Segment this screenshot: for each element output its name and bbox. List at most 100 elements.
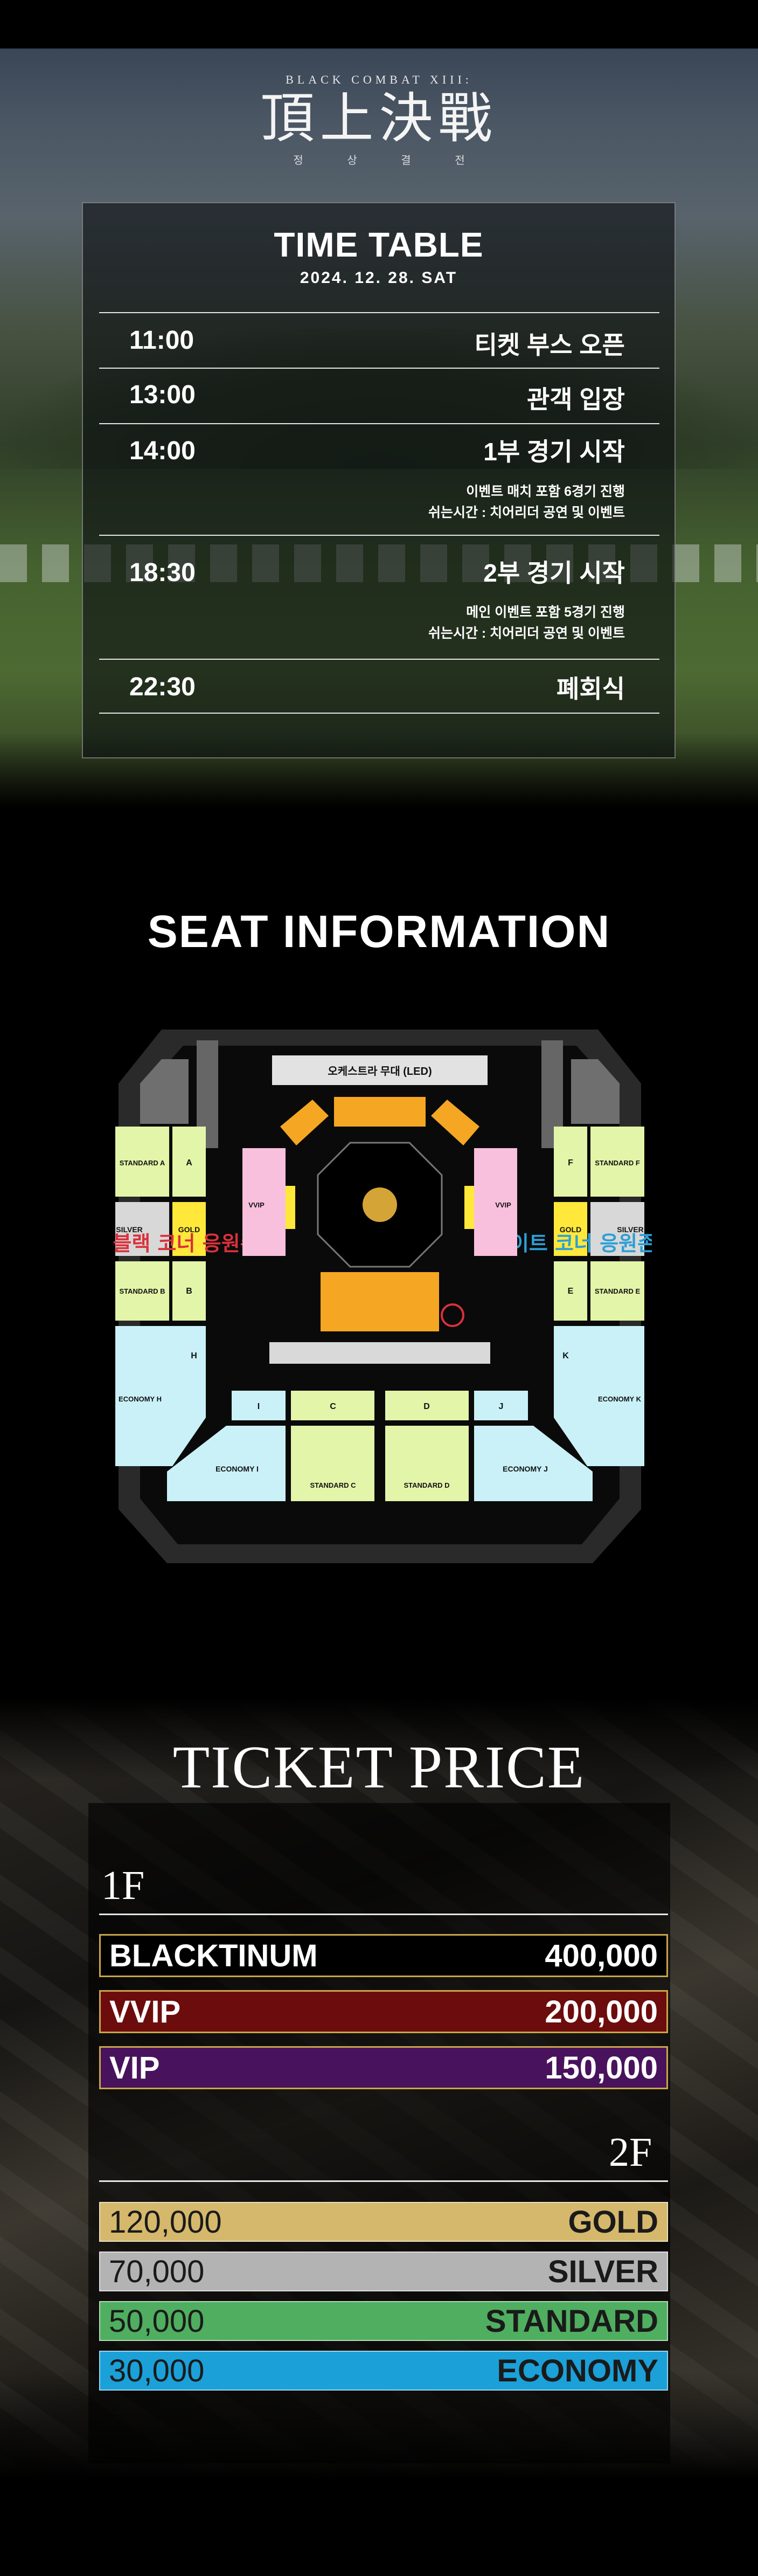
- timetable-time: 14:00: [129, 437, 196, 465]
- section-label: A: [186, 1158, 192, 1168]
- timetable-time: 22:30: [129, 673, 196, 701]
- vip-seat-block[interactable]: [280, 1100, 329, 1145]
- section-label: ECONOMY J: [503, 1465, 548, 1473]
- section-c[interactable]: [291, 1391, 374, 1420]
- black-corner-zone-label: 블랙 코너 응원존: [113, 1232, 259, 1255]
- section-label: H: [191, 1351, 197, 1360]
- tier-price: 200,000: [545, 1994, 658, 2029]
- section-i[interactable]: [232, 1391, 286, 1420]
- section-f[interactable]: [554, 1127, 587, 1197]
- section-label: STANDARD F: [595, 1159, 640, 1167]
- section-label: SILVER: [116, 1225, 143, 1234]
- tier-name: GOLD: [568, 2204, 658, 2240]
- price-row-blacktinum: BLACKTINUM 400,000: [99, 1934, 668, 1977]
- timetable-event: 2부 경기 시작: [483, 559, 625, 587]
- tier-price: 70,000: [109, 2254, 205, 2289]
- timetable-divider: [99, 535, 659, 536]
- timetable-date: 2024. 12. 28. SAT: [300, 269, 458, 287]
- event-brand: BLACK COMBAT XIII: 頂上決戰 정 상 결 전: [0, 73, 758, 167]
- timetable-divider: [99, 423, 659, 424]
- seat-information-title: SEAT INFORMATION: [147, 906, 611, 957]
- section-label: ECONOMY I: [215, 1465, 259, 1473]
- section-d[interactable]: [385, 1391, 469, 1420]
- timetable-divider: [99, 713, 659, 714]
- section-standard-b[interactable]: [115, 1261, 169, 1321]
- section-label: ECONOMY H: [119, 1395, 162, 1403]
- timetable-event: 1부 경기 시작: [483, 438, 625, 466]
- special-seat-left: [286, 1186, 295, 1229]
- section-standard-d[interactable]: [385, 1426, 469, 1501]
- price-row-economy: 30,000 ECONOMY: [99, 2351, 668, 2391]
- price-row-vip: VIP 150,000: [99, 2046, 668, 2089]
- section-label: K: [562, 1351, 569, 1360]
- section-label: GOLD: [178, 1225, 200, 1234]
- section-label: B: [186, 1287, 192, 1296]
- section-label: SILVER: [617, 1225, 644, 1234]
- timetable-note: 메인 이벤트 포함 5경기 진행 쉬는시간 : 치어리더 공연 및 이벤트: [428, 602, 625, 644]
- timetable-event: 폐회식: [557, 675, 625, 703]
- section-economy-i[interactable]: [167, 1426, 286, 1501]
- section-gold-left[interactable]: [172, 1202, 206, 1256]
- arena-corner-block: [140, 1059, 189, 1124]
- price-row-standard: 50,000 STANDARD: [99, 2301, 668, 2341]
- section-standard-a[interactable]: [115, 1127, 169, 1197]
- stage-label: 오케스트라 무대 (LED): [328, 1065, 432, 1078]
- event-name-big: 頂上決戰: [260, 87, 498, 150]
- arena-corner-block: [571, 1059, 620, 1124]
- bottom-stage: [269, 1342, 490, 1364]
- floor-rule: [99, 1914, 668, 1915]
- tier-price: 120,000: [109, 2204, 222, 2240]
- section-label: C: [330, 1402, 336, 1411]
- section-a[interactable]: [172, 1127, 206, 1197]
- section-label: E: [568, 1287, 574, 1296]
- section-standard-c[interactable]: [291, 1426, 374, 1501]
- section-label: STANDARD B: [120, 1287, 165, 1295]
- section-standard-e[interactable]: [590, 1261, 644, 1321]
- section-label: STANDARD E: [595, 1287, 641, 1295]
- section-standard-f[interactable]: [590, 1127, 644, 1197]
- tier-name: STANDARD: [485, 2303, 658, 2339]
- section-label: STANDARD D: [404, 1481, 450, 1489]
- section-label: I: [258, 1402, 260, 1411]
- floor-label-1f: 1F: [101, 1863, 145, 1908]
- ticket-fade-top: [0, 1698, 758, 1779]
- section-economy-k[interactable]: [554, 1326, 644, 1466]
- section-j[interactable]: [474, 1391, 528, 1420]
- section-label: STANDARD A: [120, 1159, 165, 1167]
- timetable-panel: TIME TABLE 2024. 12. 28. SAT 11:00 티켓 부스…: [82, 202, 676, 758]
- tier-name: VIP: [109, 2050, 160, 2085]
- section-vvip-right[interactable]: [474, 1148, 517, 1256]
- ticket-price-title: TICKET PRICE: [172, 1734, 586, 1801]
- tier-price: 30,000: [109, 2353, 205, 2388]
- special-seat-right: [464, 1186, 474, 1229]
- tier-price: 400,000: [545, 1938, 658, 1973]
- tier-price: 50,000: [109, 2303, 205, 2339]
- lion-logo: [363, 1187, 397, 1222]
- orchestra-stage: [272, 1055, 488, 1085]
- tier-name: SILVER: [547, 2254, 658, 2289]
- section-silver-right[interactable]: [590, 1202, 644, 1256]
- tier-price: 150,000: [545, 2050, 658, 2085]
- section-b[interactable]: [172, 1261, 206, 1321]
- floor-label-2f: 2F: [609, 2130, 652, 2175]
- timetable-note-line: 이벤트 매치 포함 6경기 진행: [466, 484, 625, 499]
- section-silver-left[interactable]: [115, 1202, 169, 1256]
- section-e[interactable]: [554, 1261, 587, 1321]
- section-gold-right[interactable]: [554, 1202, 587, 1256]
- timetable-divider: [99, 368, 659, 369]
- section-economy-h[interactable]: [115, 1326, 206, 1466]
- vip-seat-block[interactable]: [431, 1100, 479, 1145]
- section-label: VVIP: [495, 1201, 511, 1209]
- tier-name: ECONOMY: [497, 2353, 658, 2388]
- section-vvip-left[interactable]: [242, 1148, 286, 1256]
- timetable-time: 11:00: [129, 326, 194, 355]
- section-label: GOLD: [560, 1225, 581, 1234]
- timetable-note-line: 쉬는시간 : 치어리더 공연 및 이벤트: [428, 505, 625, 520]
- section-economy-j[interactable]: [474, 1426, 593, 1501]
- white-corner-zone-label: 화이트 코너 응원존: [491, 1232, 652, 1255]
- price-row-silver: 70,000 SILVER: [99, 2252, 668, 2291]
- vip-seat-block[interactable]: [334, 1097, 426, 1127]
- vip-seat-block[interactable]: [321, 1272, 439, 1331]
- section-label: F: [568, 1158, 573, 1168]
- timetable-divider: [99, 659, 659, 660]
